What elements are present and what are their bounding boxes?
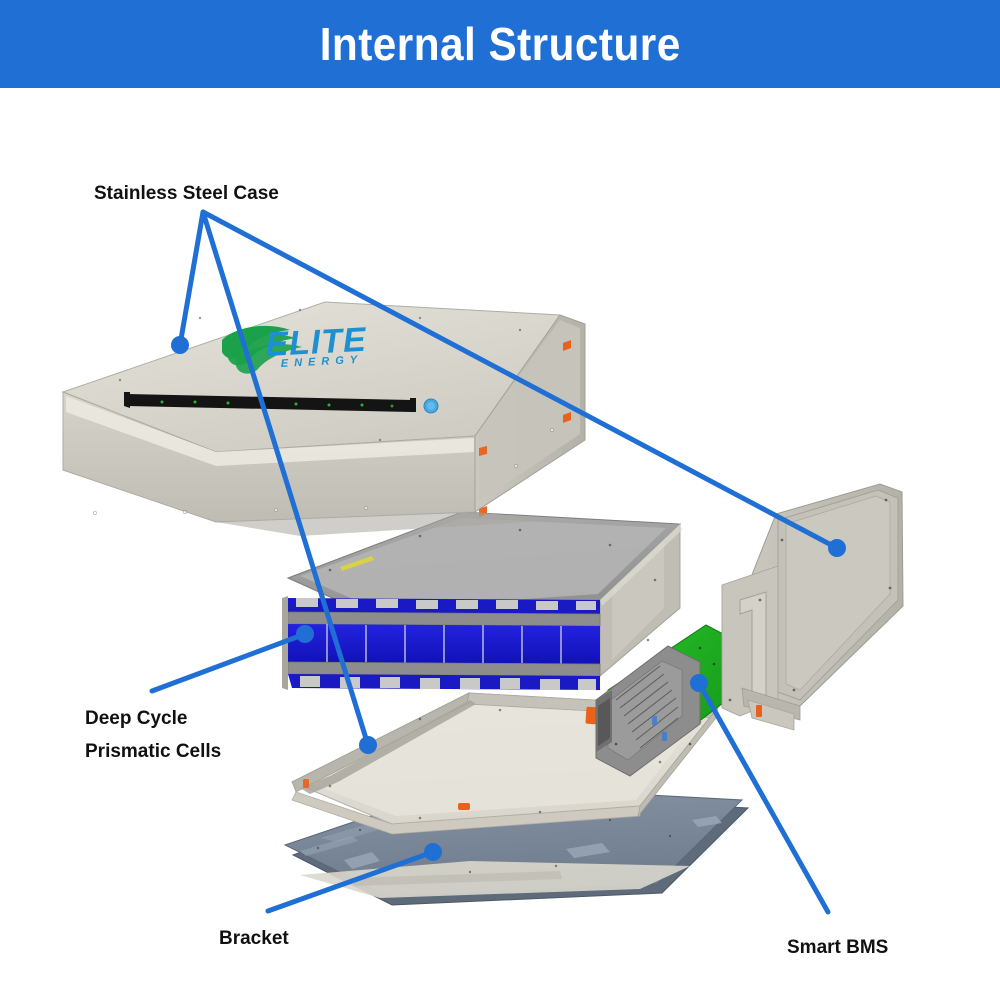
dot-prismatic-cells xyxy=(296,625,314,643)
side-panel xyxy=(721,483,904,731)
cell-row xyxy=(288,624,600,664)
leader-case-c xyxy=(200,209,840,551)
dot-smart-bms xyxy=(690,674,708,692)
leader-bms xyxy=(696,680,831,915)
leader-case-a xyxy=(177,209,206,348)
callout-text-line-1: Deep Cycle xyxy=(85,708,188,729)
leader-cells xyxy=(149,631,308,694)
logo-wordmark: ELITE xyxy=(264,321,368,364)
callout-label-smart-bms: Smart BMS xyxy=(787,932,888,965)
leader-bracket xyxy=(265,849,436,914)
smart-bms-board xyxy=(595,624,728,777)
header-banner: Internal Structure xyxy=(0,0,1000,88)
dot-case-base-tray xyxy=(359,736,377,754)
callout-text: Stainless Steel Case xyxy=(94,183,279,204)
page-title: Internal Structure xyxy=(319,18,681,70)
leader-dots xyxy=(171,336,846,861)
top-cover: ELITE ENERGY xyxy=(61,301,586,536)
callout-label-bracket: Bracket xyxy=(219,923,289,956)
dot-case-side-panel xyxy=(828,539,846,557)
prismatic-cell-module xyxy=(282,511,682,690)
callout-label-deep-cycle-prismatic-cells: Deep Cycle Prismatic Cells xyxy=(85,703,221,768)
callout-text: Smart BMS xyxy=(787,937,889,958)
leader-case-b xyxy=(200,209,371,748)
callout-text: Bracket xyxy=(219,928,289,949)
callout-text-line-2: Prismatic Cells xyxy=(85,740,222,762)
logo-tagline: ENERGY xyxy=(281,354,364,370)
dot-case-top-cover xyxy=(171,336,189,354)
dot-bracket xyxy=(424,843,442,861)
leader-lines xyxy=(149,209,840,915)
callout-label-stainless-steel-case: Stainless Steel Case xyxy=(94,178,279,211)
